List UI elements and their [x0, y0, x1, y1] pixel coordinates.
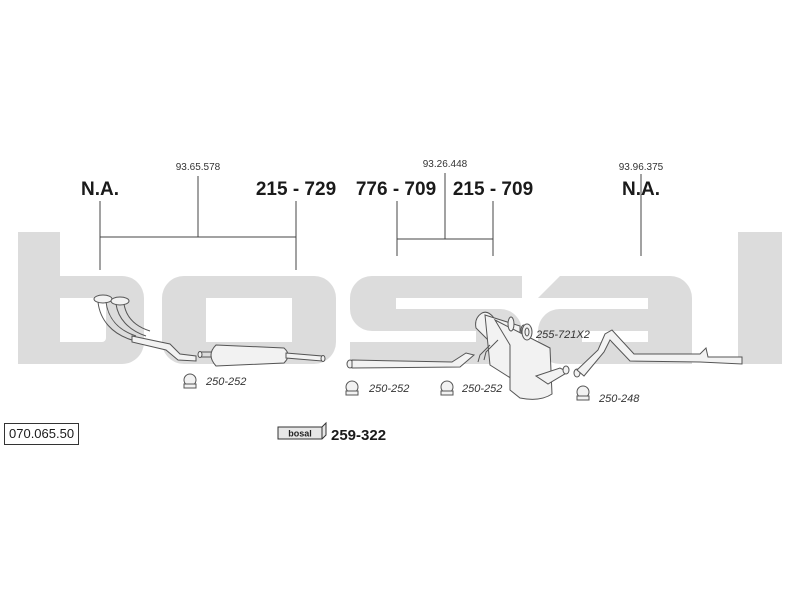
group-code-3: 93.96.375 — [619, 162, 664, 173]
clamp-icon — [440, 380, 454, 396]
clamp-label-3: 250-252 — [461, 383, 502, 395]
mounting-kit-box: bosal — [277, 421, 327, 440]
clamp-icon — [183, 373, 197, 389]
clamp-label-5: 250-248 — [598, 393, 640, 405]
part-label-front-silencer: 215 - 729 — [256, 179, 336, 200]
part-label-intermediate-pipe: 776 - 709 — [356, 179, 436, 200]
intermediate-pipe-drawing — [346, 352, 476, 369]
assembly-number: 070.065.50 — [4, 423, 80, 445]
front-silencer-drawing — [197, 344, 326, 367]
group-code-1: 93.65.578 — [176, 162, 221, 173]
group-code-2: 93.26.448 — [423, 159, 468, 170]
rear-silencer-drawing — [475, 311, 570, 400]
clamp-label-4: 255-721X2 — [535, 329, 590, 341]
reference-lines — [99, 173, 642, 270]
clamp-label-2: 250-252 — [368, 383, 409, 395]
mounting-kit-number: 259-322 — [331, 427, 386, 444]
part-label-front-pipe: N.A. — [81, 179, 119, 200]
mounting-kit-logo: bosal — [288, 429, 312, 439]
front-downpipe-drawing — [93, 294, 197, 362]
part-label-rear-silencer: 215 - 709 — [453, 179, 533, 200]
rubber-hanger-icon — [521, 323, 533, 341]
clamp-icon — [345, 380, 359, 396]
clamp-label-1: 250-252 — [205, 376, 246, 388]
bosal-watermark — [18, 232, 782, 364]
clamp-icon — [576, 385, 590, 401]
tail-pipe-drawing — [573, 329, 743, 378]
part-label-tail-pipe: N.A. — [622, 179, 660, 200]
